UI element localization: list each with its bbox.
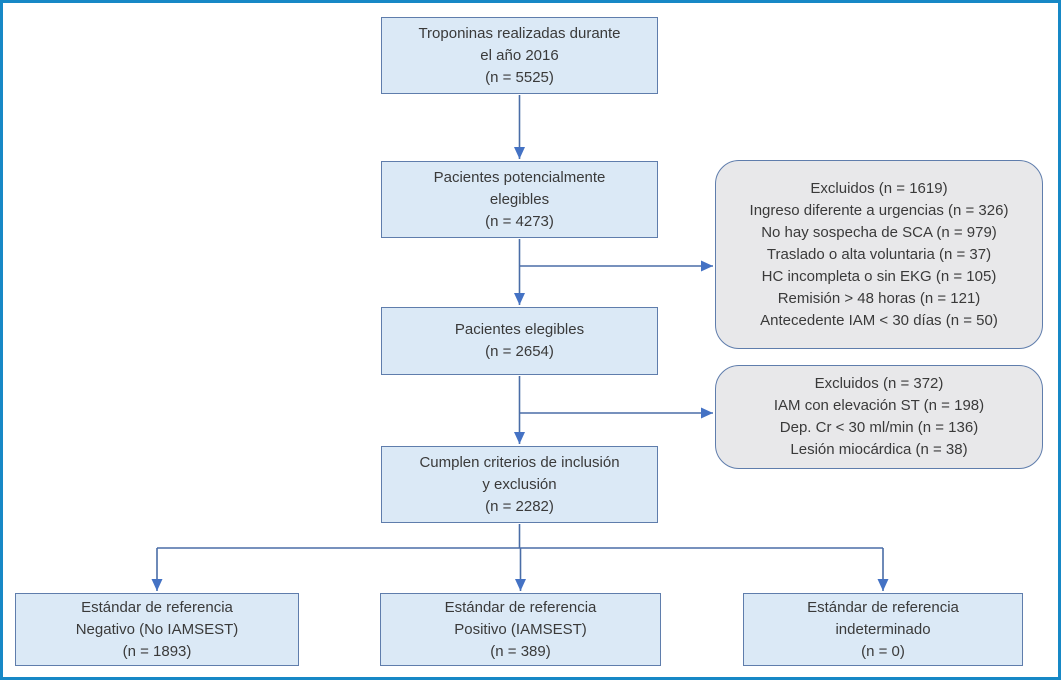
box-line: Pacientes elegibles: [454, 321, 585, 338]
box-line: Cumplen criterios de inclusión: [419, 453, 620, 471]
box-line: indeterminado: [835, 620, 931, 638]
box-line: (n = 2282): [485, 497, 554, 515]
box-line: Pacientes potencialmente: [433, 168, 606, 186]
box-line: Positivo (IAMSEST): [454, 620, 587, 638]
box-line: Excluidos (n = 1619): [810, 179, 948, 197]
box-reference-indeterminate: Estándar de referencia indeterminado (n …: [743, 593, 1023, 666]
box-reference-positive: Estándar de referencia Positivo (IAMSEST…: [380, 593, 661, 666]
box-line: el año 2016: [480, 46, 559, 64]
box-line: Dep. Cr < 30 ml/min (n = 136): [779, 419, 979, 436]
box-line: (n = 389): [490, 642, 551, 660]
box-line: Ingreso diferente a urgencias (n = 326): [749, 201, 1009, 219]
box-line: Excluidos (n = 372): [814, 375, 944, 392]
box-line: IAM con elevación ST (n = 198): [773, 397, 985, 414]
box-meet-criteria: Cumplen criterios de inclusión y exclusi…: [381, 446, 658, 523]
box-line: (n = 4273): [485, 212, 554, 230]
box-line: y exclusión: [482, 475, 557, 493]
box-line: HC incompleta o sin EKG (n = 105): [761, 267, 997, 285]
box-line: Troponinas realizadas durante: [418, 24, 621, 42]
box-line: (n = 2654): [485, 343, 554, 360]
box-line: Traslado o alta voluntaria (n = 37): [766, 245, 992, 263]
box-line: (n = 5525): [485, 68, 554, 86]
box-line: Estándar de referencia: [444, 598, 597, 616]
box-eligible: Pacientes elegibles (n = 2654): [381, 307, 658, 375]
box-line: elegibles: [489, 190, 550, 208]
box-line: (n = 1893): [122, 642, 192, 660]
box-reference-negative: Estándar de referencia Negativo (No IAMS…: [15, 593, 299, 666]
box-line: Estándar de referencia: [807, 598, 959, 616]
box-line: Remisión > 48 horas (n = 121): [777, 289, 981, 307]
box-excluded-1: Excluidos (n = 1619) Ingreso diferente a…: [715, 160, 1043, 349]
box-troponins-2016: Troponinas realizadas durante el año 201…: [381, 17, 658, 94]
box-potentially-eligible: Pacientes potencialmente elegibles (n = …: [381, 161, 658, 238]
box-line: Negativo (No IAMSEST): [75, 620, 239, 638]
box-line: Lesión miocárdica (n = 38): [790, 441, 968, 458]
box-line: Estándar de referencia: [81, 598, 233, 616]
box-line: (n = 0): [861, 642, 905, 660]
box-excluded-2: Excluidos (n = 372) IAM con elevación ST…: [715, 365, 1043, 469]
box-line: Antecedente IAM < 30 días (n = 50): [760, 311, 998, 329]
box-line: No hay sospecha de SCA (n = 979): [761, 223, 997, 241]
